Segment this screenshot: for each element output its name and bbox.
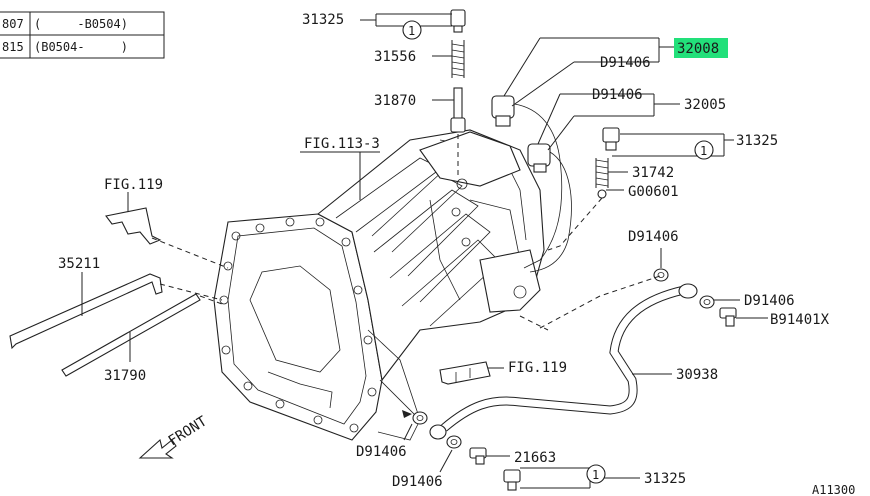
leader-lines	[81, 13, 768, 489]
label-32005: 32005	[684, 97, 726, 113]
label-31325-bottom: 31325	[644, 471, 686, 487]
part-fig119-bracket-top	[105, 207, 162, 245]
label-d91406-c: D91406	[628, 229, 679, 245]
transmission-housing	[213, 129, 545, 441]
part-30938-pipe	[441, 285, 686, 432]
part-31325-top-plug	[450, 9, 466, 33]
callout-labels: 31325 31556 31870 32008 D91406 D91406 32…	[58, 12, 855, 496]
washer-d91406-bottom-b	[446, 435, 462, 449]
part-31742-spring	[595, 158, 609, 188]
washer-d91406-bottom-a	[412, 411, 428, 425]
washer-d91406-right	[699, 295, 715, 309]
label-d91406-e: D91406	[356, 444, 407, 460]
part-35211-rail	[9, 273, 163, 350]
label-31870: 31870	[374, 93, 416, 109]
label-d91406-b: D91406	[592, 87, 643, 103]
part-21663-plug	[469, 447, 487, 465]
label-b91401x: B91401X	[770, 312, 830, 328]
part-31325-bottom-plug	[503, 469, 521, 491]
label-fig119-top: FIG.119	[104, 177, 163, 193]
label-31742: 31742	[632, 165, 674, 181]
label-d91406-d: D91406	[744, 293, 795, 309]
part-g00601-ball	[597, 189, 607, 199]
svg-text:1: 1	[700, 144, 707, 158]
label-front: FRONT	[166, 413, 211, 449]
label-31325-top: 31325	[302, 12, 344, 28]
table-row-1-range: ( -B0504)	[34, 17, 128, 31]
svg-text:1: 1	[408, 24, 415, 38]
part-32005-sensor	[527, 143, 572, 273]
front-direction-arrow: FRONT	[138, 413, 211, 459]
part-31790-rod	[61, 293, 201, 377]
part-31556-spring	[451, 40, 465, 78]
label-30938: 30938	[676, 367, 718, 383]
fitting-pipe-bottom	[429, 424, 447, 440]
part-31325-mid-plug	[602, 127, 620, 151]
arrow-to-washer	[402, 410, 412, 418]
label-fig113-3: FIG.113-3	[304, 136, 380, 152]
part-fig119-bracket-bottom	[439, 361, 491, 385]
table-row-1-code: 807	[2, 17, 24, 31]
table-row-2-code: 815	[2, 40, 24, 54]
label-31790: 31790	[104, 368, 146, 384]
washer-d91406-pipe-top	[653, 268, 669, 282]
part-32008-sensor	[491, 95, 563, 269]
table-row-2-range: (B0504- )	[34, 40, 128, 54]
part-31870-plunger	[450, 87, 466, 133]
label-sheet-id: A11300	[812, 483, 855, 496]
label-d91406-a: D91406	[600, 55, 651, 71]
label-d91406-f: D91406	[392, 474, 443, 490]
label-21663: 21663	[514, 450, 556, 466]
label-31556: 31556	[374, 49, 416, 65]
circled-ref-bot: 1	[586, 464, 606, 484]
highlight-32008	[674, 38, 728, 58]
circled-ref-top: 1	[402, 20, 422, 40]
applicability-table: 807 ( -B0504) 815 (B0504- )	[0, 11, 165, 59]
label-32008: 32008	[677, 41, 719, 57]
label-35211: 35211	[58, 256, 100, 272]
label-fig119-bottom: FIG.119	[508, 360, 567, 376]
fitting-pipe-top	[678, 283, 698, 299]
svg-text:1: 1	[592, 468, 599, 482]
circled-ref-mid: 1	[694, 140, 714, 160]
label-g00601: G00601	[628, 184, 679, 200]
label-31325-mid: 31325	[736, 133, 778, 149]
bolt-b91401x	[719, 307, 737, 327]
